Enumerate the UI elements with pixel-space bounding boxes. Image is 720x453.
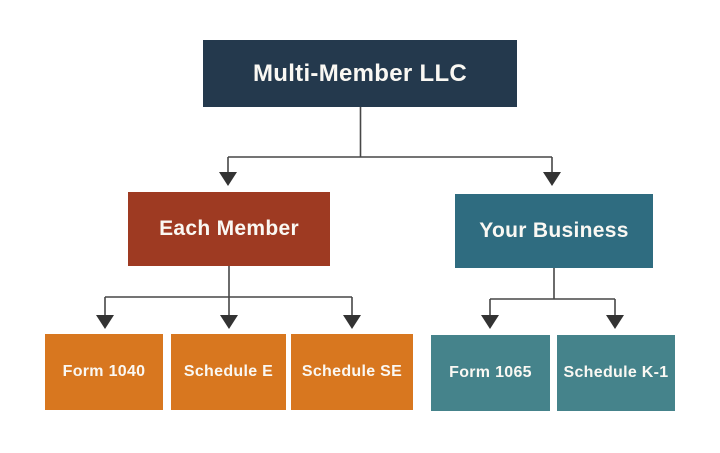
node-form-1040: Form 1040 [45, 334, 163, 410]
node-schedule-se: Schedule SE [291, 334, 413, 410]
arrowhead-schedule-se [343, 315, 361, 329]
arrowhead-your-business [543, 172, 561, 186]
node-form-1040-label: Form 1040 [62, 363, 146, 380]
node-each-member: Each Member [128, 192, 330, 266]
node-multi-member-llc-label: Multi-Member LLC [252, 59, 468, 87]
node-form-1065: Form 1065 [431, 335, 550, 411]
node-schedule-k-1-label: Schedule K-1 [563, 364, 669, 381]
arrowhead-schedule-e [220, 315, 238, 329]
arrowhead-schedule-k1 [606, 315, 624, 329]
node-schedule-se-label: Schedule SE [301, 363, 403, 380]
connector-member-to-children [96, 266, 361, 329]
node-schedule-e: Schedule E [171, 334, 286, 410]
arrowhead-form-1065 [481, 315, 499, 329]
arrowhead-each-member [219, 172, 237, 186]
node-your-business: Your Business [455, 194, 653, 268]
node-your-business-label: Your Business [479, 219, 629, 242]
node-form-1065-label: Form 1065 [449, 364, 532, 381]
connector-business-to-children [481, 268, 624, 329]
node-schedule-k-1: Schedule K-1 [557, 335, 675, 411]
connector-root-to-branches [219, 107, 561, 186]
node-multi-member-llc: Multi-Member LLC [203, 40, 517, 107]
node-each-member-label: Each Member [159, 217, 299, 240]
node-schedule-e-label: Schedule E [183, 363, 274, 380]
arrowhead-form-1040 [96, 315, 114, 329]
